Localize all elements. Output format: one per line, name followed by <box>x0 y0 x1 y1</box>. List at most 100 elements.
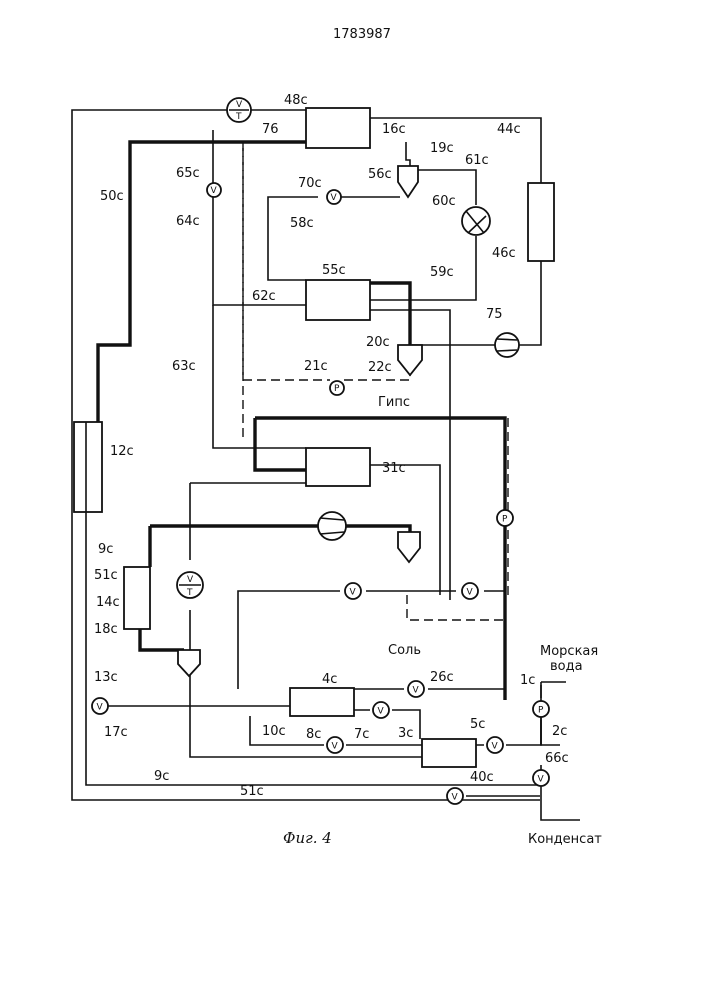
vt-regulator-icon-mid: V T <box>177 572 203 598</box>
separator-56c <box>398 166 418 197</box>
label-48c: 48c <box>284 93 308 108</box>
line-5c <box>476 715 541 745</box>
svg-text:V: V <box>211 186 218 196</box>
svg-text:V: V <box>350 588 357 598</box>
pump-icon-21c: P <box>330 381 344 395</box>
label-condensate: Конденсат <box>528 832 602 847</box>
label-59c: 59c <box>430 265 454 280</box>
svg-text:V: V <box>413 686 420 696</box>
label-12c: 12c <box>110 444 134 459</box>
svg-text:V: V <box>467 588 474 598</box>
svg-text:V: V <box>538 775 545 785</box>
label-13c: 13c <box>94 670 118 685</box>
label-50c: 50c <box>100 189 124 204</box>
thick-line-14c-out <box>140 629 184 650</box>
valve-icon-row-left: V <box>345 583 361 599</box>
svg-text:P: P <box>538 706 544 716</box>
svg-text:T: T <box>235 112 242 122</box>
label-46c: 46c <box>492 246 516 261</box>
pump-icon-2c: P <box>533 701 549 717</box>
svg-text:V: V <box>492 742 499 752</box>
pump-icon-right: P <box>497 510 513 526</box>
valve-icon-5c: V <box>487 737 503 753</box>
label-40c: 40c <box>470 770 494 785</box>
valve-icon-26c: V <box>408 681 424 697</box>
label-21c: 21c <box>304 359 328 374</box>
line-v-row <box>238 591 505 689</box>
svg-text:V: V <box>332 742 339 752</box>
label-19c: 19c <box>430 141 454 156</box>
label-5c: 5c <box>470 717 485 732</box>
svg-text:P: P <box>502 515 508 525</box>
column-46c <box>528 183 554 261</box>
label-66c: 66c <box>545 751 569 766</box>
label-10c: 10c <box>262 724 286 739</box>
label-3c: 3c <box>398 726 413 741</box>
line-31c-left <box>190 483 306 560</box>
separator-20c <box>398 345 422 375</box>
label-63c: 63c <box>172 359 196 374</box>
svg-text:P: P <box>334 384 340 394</box>
valve-icon-66c: V <box>533 770 549 786</box>
label-64c: 64c <box>176 214 200 229</box>
label-1c: 1c <box>520 673 535 688</box>
label-salt: Соль <box>388 643 421 658</box>
label-51c-left: 51c <box>94 568 118 583</box>
line-63c <box>213 305 306 448</box>
label-17c: 17c <box>104 725 128 740</box>
label-31c: 31c <box>382 461 406 476</box>
label-16c: 16c <box>382 122 406 137</box>
thick-line-right-loop <box>255 418 505 700</box>
label-62c: 62c <box>252 289 276 304</box>
svg-text:V: V <box>331 193 338 203</box>
label-61c: 61c <box>465 153 489 168</box>
label-sea-water-2: вода <box>550 659 583 674</box>
separator-bottom <box>178 650 200 676</box>
label-22c: 22c <box>368 360 392 375</box>
label-4c: 4c <box>322 672 337 687</box>
thick-line-31c-in <box>255 418 306 470</box>
vt-regulator-icon-76: V T <box>227 98 251 122</box>
label-58c: 58c <box>290 216 314 231</box>
label-18c: 18c <box>94 622 118 637</box>
compressor-60c <box>462 207 490 235</box>
svg-text:T: T <box>186 588 193 598</box>
label-65c: 65c <box>176 166 200 181</box>
label-9c-left: 9c <box>98 542 113 557</box>
unit-31c <box>306 448 370 486</box>
label-7c: 7c <box>354 727 369 742</box>
line-to-75 <box>518 261 541 345</box>
column-12c <box>74 422 102 512</box>
svg-text:V: V <box>236 100 243 110</box>
label-75: 75 <box>486 307 503 322</box>
valve-icon-bottom: V <box>447 788 463 804</box>
compressor-main <box>318 512 346 540</box>
unit-3c <box>422 739 476 767</box>
label-gypsum: Гипс <box>378 395 410 410</box>
label-26c: 26c <box>430 670 454 685</box>
label-55c: 55c <box>322 263 346 278</box>
label-14c: 14c <box>96 595 120 610</box>
valve-icon-13c: V <box>92 698 108 714</box>
figure-caption: Фиг. 4 <box>283 829 332 847</box>
label-20c: 20c <box>366 335 390 350</box>
thick-line-compressor <box>150 526 410 532</box>
svg-text:V: V <box>452 793 459 803</box>
line-60c-55c <box>370 236 476 300</box>
label-44c: 44c <box>497 122 521 137</box>
compressor-75 <box>495 333 519 357</box>
valve-icon-70c: V <box>327 190 341 204</box>
valve-icon-8c: V <box>327 737 343 753</box>
label-8c: 8c <box>306 727 321 742</box>
label-sea-water-1: Морская <box>540 644 598 659</box>
svg-text:V: V <box>97 703 104 713</box>
unit-4c <box>290 688 354 716</box>
label-2c: 2c <box>552 724 567 739</box>
label-76: 76 <box>262 122 279 137</box>
svg-text:V: V <box>187 575 194 585</box>
label-60c: 60c <box>432 194 456 209</box>
valve-icon-row-right: V <box>462 583 478 599</box>
label-51c-bottom: 51c <box>240 784 264 799</box>
valve-icon-65c: V <box>207 183 221 197</box>
